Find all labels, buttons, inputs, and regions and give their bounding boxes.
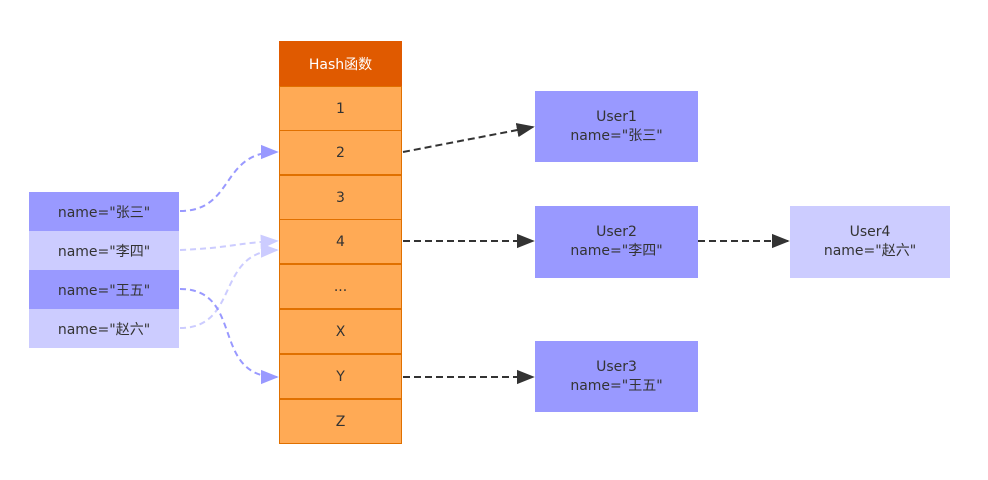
bucket-label: ... (333, 278, 348, 295)
key-label: name="赵六" (57, 321, 151, 338)
user3-node: User3 name="王五" (535, 341, 698, 412)
key-zhangsan: name="张三" (29, 192, 179, 231)
bucket-x: X (279, 309, 402, 354)
arrow-bucket-2-to-user1 (402, 122, 535, 153)
bucket-label: 2 (336, 144, 345, 161)
arrow-wangwu-to-bucket-y (179, 288, 279, 385)
bucket-label: 4 (336, 233, 345, 250)
user-attr: name="李四" (570, 243, 663, 259)
bucket-2: 2 (279, 130, 402, 175)
bucket-y: Y (279, 354, 402, 399)
user-name: User1 (596, 108, 637, 125)
bucket-z: Z (279, 399, 402, 444)
user-name: User3 (596, 358, 637, 375)
user-attr: name="赵六" (823, 243, 917, 259)
user-attr: name="王五" (570, 377, 663, 394)
bucket-label: 3 (336, 189, 345, 206)
key-label: name="张三" (57, 204, 151, 221)
arrow-zhaoliu-to-bucket-4 (179, 243, 279, 329)
bucket-3: 3 (279, 175, 402, 220)
bucket-1: 1 (279, 86, 402, 131)
bucket-label: Z (335, 413, 346, 430)
arrow-zhangsan-to-bucket-2 (179, 144, 279, 212)
bucket-4: 4 (279, 219, 402, 264)
user-name: User4 (849, 224, 891, 240)
user1-node: User1 name="张三" (535, 91, 698, 162)
key-zhaoliu: name="赵六" (29, 309, 179, 348)
bucket-ellipsis: ... (279, 264, 402, 309)
key-label: name="王五" (57, 282, 151, 299)
bucket-label: X (335, 323, 346, 340)
bucket-label: 1 (336, 100, 345, 117)
user4-node: User4 name="赵六" (790, 206, 950, 278)
user2-node: User2 name="李四" (535, 206, 698, 278)
key-wangwu: name="王五" (29, 270, 179, 309)
user-attr: name="张三" (570, 127, 663, 144)
hash-title: Hash函数 (308, 56, 373, 73)
bucket-label: Y (336, 368, 345, 385)
hash-function-header: Hash函数 (279, 41, 402, 86)
key-label: name="李四" (57, 243, 151, 260)
key-lisi: name="李四" (29, 231, 179, 270)
user-name: User2 (596, 224, 637, 240)
arrow-lisi-to-bucket-4 (179, 234, 279, 251)
